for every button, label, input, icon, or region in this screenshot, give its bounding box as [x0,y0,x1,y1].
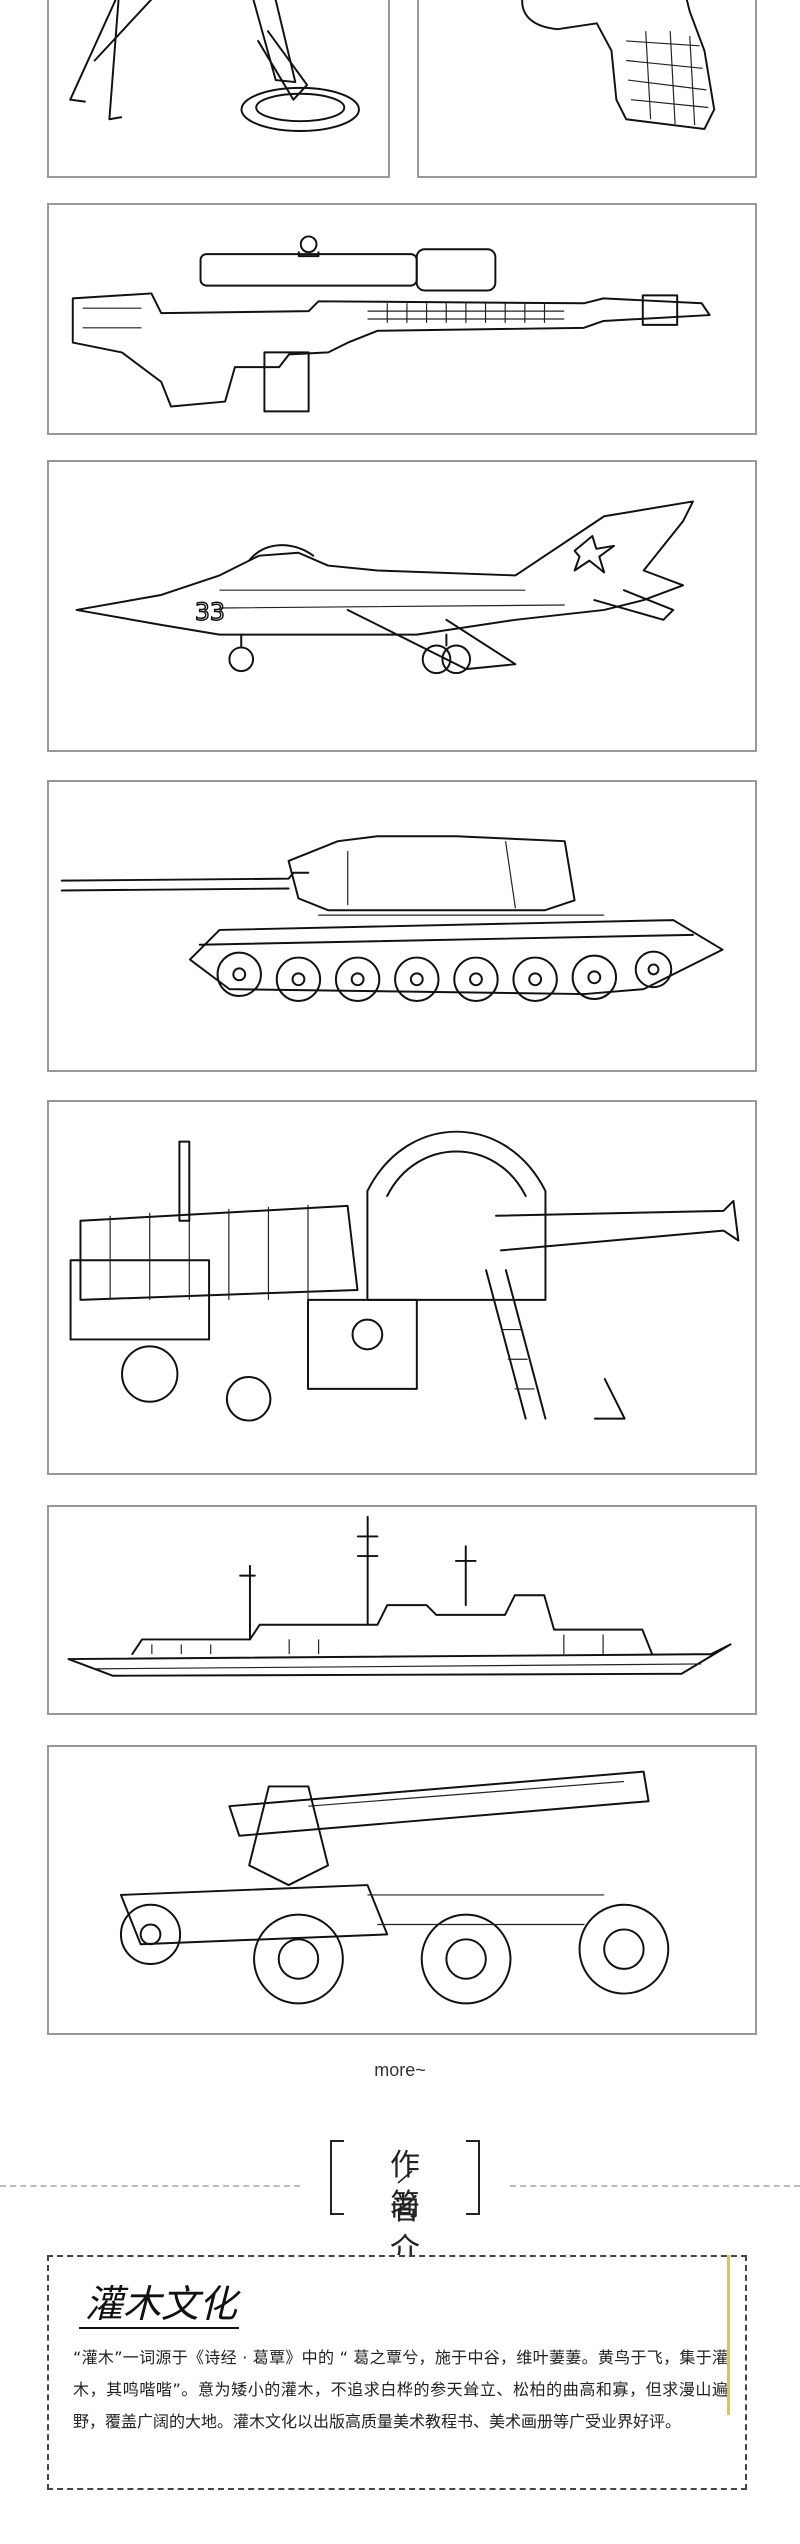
mortar-illustration [69,0,360,132]
glove-frame [417,0,757,178]
howitzer-frame [47,1745,757,2035]
warship-frame [47,1505,757,1715]
warship-illustration [67,1515,732,1677]
jet-fighter-illustration: 33 [75,500,694,675]
publisher-name: 灌木文化 [85,2282,238,2326]
railway-gun-frame [47,1100,757,1475]
jet-fighter-frame: 33 [47,460,757,752]
more-link[interactable]: more~ [374,2060,426,2080]
railway-gun-illustration [69,1130,740,1422]
mortar-frame [47,0,390,178]
jet-marking: 33 [195,598,225,626]
glove-illustration [521,0,716,130]
card-accent-line [727,2255,751,2415]
howitzer-illustration [119,1770,670,2005]
sniper-rifle-frame [47,203,757,435]
divider-right [510,2185,800,2187]
title-underline [79,2327,239,2329]
publisher-card: 灌木文化 “灌木”一词源于《诗经 · 葛覃》中的 “ 葛之覃兮，施于中谷，维叶萋… [47,2255,747,2490]
publisher-description: “灌木”一词源于《诗经 · 葛覃》中的 “ 葛之覃兮，施于中谷，维叶萋萋。黄鸟于… [73,2348,728,2431]
slash-divider [397,2170,413,2184]
tank-frame [47,780,757,1072]
sniper-rifle-illustration [71,235,711,413]
bracket-right [466,2140,480,2215]
bracket-left [330,2140,344,2215]
tank-illustration [60,835,724,1002]
divider-left [0,2185,300,2187]
author-intro-heading: 作者 简介 [330,2140,480,2267]
